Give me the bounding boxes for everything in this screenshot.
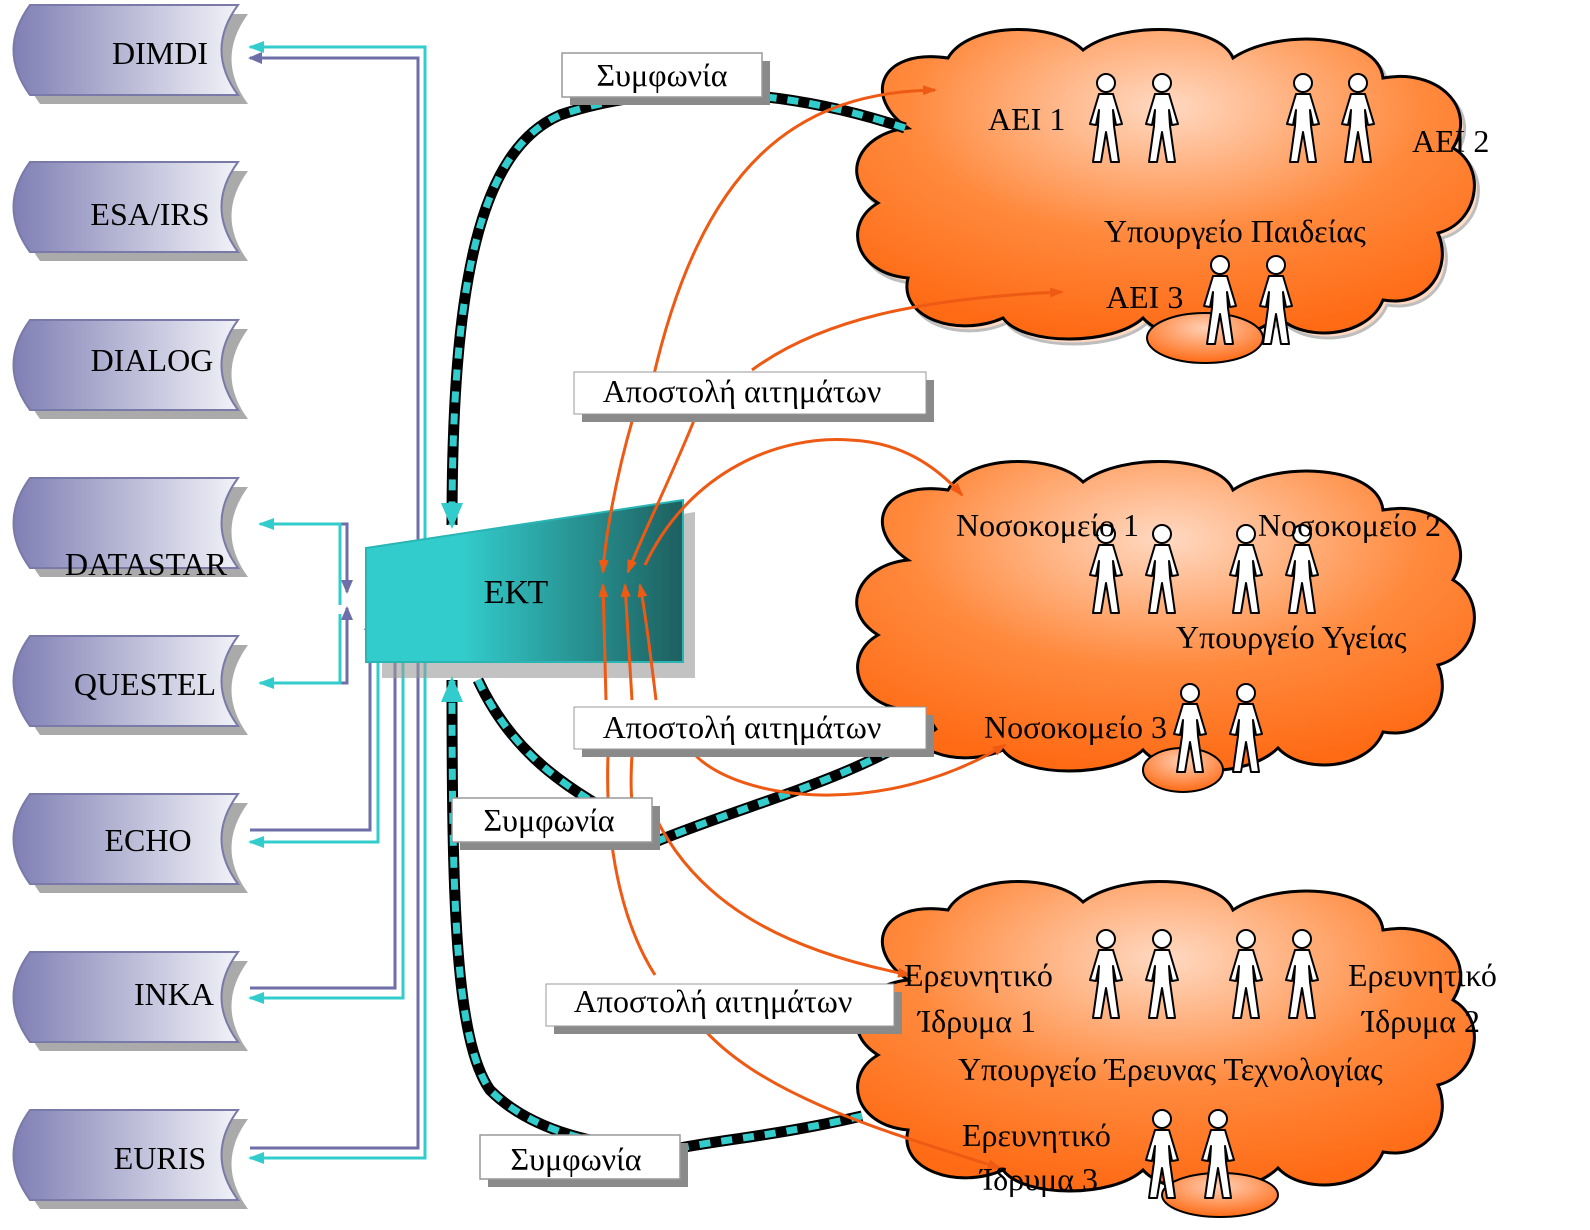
- connector-questel-out: [258, 614, 342, 689]
- database-cylinder-icon: [12, 793, 240, 885]
- member-label-idryma-2-line2: Ίδρυμα 2: [1360, 1003, 1480, 1039]
- database-cylinder-icon: [12, 319, 240, 411]
- agreement-box-health: Συμφωνία: [451, 797, 660, 850]
- request-arrow-up-3: [637, 583, 658, 701]
- database-label: ECHO: [104, 822, 191, 858]
- connector-euris-in: [250, 616, 424, 1150]
- database-cylinder-icon: [12, 635, 240, 727]
- database-cylinder-icon: [12, 1109, 240, 1201]
- request-arrow-up-2: [620, 583, 634, 701]
- member-label-aei-3: ΑΕΙ 3: [1106, 279, 1183, 315]
- request-arrow-up-1: [598, 583, 609, 701]
- database-label: INKA: [134, 976, 214, 1012]
- request-arrow-idryma3: [698, 1024, 1002, 1170]
- organization-clouds: [855, 27, 1480, 1218]
- database-label: QUESTEL: [74, 666, 216, 702]
- member-label-idryma-1-line2: Ίδρυμα 1: [916, 1003, 1036, 1039]
- ekt-label: ΕΚΤ: [484, 574, 549, 611]
- agreement-box-label: Συμφωνία: [484, 802, 615, 838]
- request-box-label: Αποστολή αιτημάτων: [603, 709, 882, 745]
- agreement-box-label: Συμφωνία: [597, 57, 728, 93]
- database-label: DATASTAR: [65, 546, 228, 582]
- connector-dimdi-in: [248, 52, 420, 578]
- request-box-health: Αποστολή αιτημάτων: [573, 706, 934, 757]
- database-list: DIMDI ESA/IRS DIALOG DATASTAR QUESTEL ECHO INK…: [12, 4, 249, 1209]
- database-dimdi[interactable]: DIMDI: [12, 4, 249, 104]
- member-label-aei-1: ΑΕΙ 1: [988, 101, 1065, 137]
- database-inka[interactable]: INKA: [12, 951, 249, 1051]
- connector-echo-in: [250, 616, 376, 832]
- connector-questel-in: [260, 606, 353, 685]
- database-datastar[interactable]: DATASTAR: [12, 477, 249, 582]
- database-label: DIMDI: [112, 35, 208, 71]
- ekt-node[interactable]: ΕΚΤ: [365, 498, 695, 678]
- database-questel[interactable]: QUESTEL: [12, 635, 249, 735]
- request-arrow-aei1: [648, 85, 937, 393]
- ministry-label-education: Υπουργείο Παιδείας: [1104, 213, 1366, 249]
- connector-inka-out: [248, 660, 405, 1004]
- cloud-research: [855, 879, 1476, 1193]
- label-boxes: Συμφωνία Αποστολή αιτημάτων Αποστολή αιτ…: [451, 52, 934, 1187]
- request-box-label: Αποστολή αιτημάτων: [603, 373, 882, 409]
- agreement-link-health: [474, 678, 937, 844]
- request-box-research: Αποστολή αιτημάτων: [545, 983, 902, 1034]
- database-cylinder-icon: [12, 161, 240, 253]
- database-euris[interactable]: EURIS: [12, 1109, 249, 1209]
- request-arrow-to-ekt-1: [598, 417, 635, 574]
- connector-dimdi-out: [248, 41, 427, 660]
- agreement-box-label: Συμφωνία: [511, 1141, 642, 1177]
- member-label-idryma-3-line1: Ερευνητικό: [962, 1117, 1111, 1153]
- member-label-nosokomeio-1: Νοσοκομείο 1: [956, 507, 1139, 543]
- database-cylinder-icon: [12, 477, 240, 569]
- connector-euris-out: [248, 660, 427, 1164]
- agreement-box-education: Συμφωνία: [561, 52, 770, 105]
- database-echo[interactable]: ECHO: [12, 793, 249, 893]
- database-label: DIALOG: [91, 342, 214, 378]
- request-arrow-idryma1: [648, 804, 912, 978]
- connector-inka-in: [250, 616, 401, 990]
- database-label: ESA/IRS: [90, 196, 209, 232]
- request-arrow-to-ekt-2: [626, 417, 697, 574]
- request-box-label: Αποστολή αιτημάτων: [574, 983, 853, 1019]
- database-cylinder-icon: [12, 951, 240, 1043]
- member-label-idryma-2-line1: Ερευνητικό: [1348, 957, 1497, 993]
- cloud-education: [855, 27, 1480, 346]
- connector-echo-out: [248, 660, 380, 848]
- request-arrow-nosokomeio3: [693, 743, 1007, 797]
- connector-datastar-in: [260, 522, 353, 594]
- request-arrow-nosokomeio1: [643, 438, 964, 566]
- request-arrow-aei3: [751, 287, 1064, 372]
- agreement-box-research: Συμφωνία: [479, 1134, 688, 1187]
- agreement-link-research: [441, 676, 863, 1152]
- ministry-label-health: Υπουργείο Υγείας: [1176, 619, 1407, 655]
- connector-datastar-out: [258, 518, 342, 605]
- request-box-education: Αποστολή αιτημάτων: [573, 371, 934, 422]
- request-arrow-down-1: [606, 754, 657, 976]
- member-label-nosokomeio-3: Νοσοκομείο 3: [984, 709, 1167, 745]
- database-dialog[interactable]: DIALOG: [12, 319, 249, 419]
- member-label-aei-2: ΑΕΙ 2: [1412, 123, 1489, 159]
- request-arrow-down-2: [629, 754, 634, 801]
- member-label-idryma-3-line2: Ίδρυμα 3: [978, 1161, 1098, 1197]
- database-esa-irs[interactable]: ESA/IRS: [12, 161, 249, 261]
- database-label: EURIS: [114, 1140, 206, 1176]
- member-label-idryma-1-line1: Ερευνητικό: [904, 957, 1053, 993]
- database-cylinder-icon: [12, 4, 240, 96]
- education-small-cloud-disc: [1146, 312, 1264, 364]
- request-arrows: [598, 85, 1064, 1170]
- cloud-labels: ΑΕΙ 1 ΑΕΙ 2 Υπουργείο Παιδείας ΑΕΙ 3 Νοσ…: [904, 101, 1497, 1197]
- member-label-nosokomeio-2: Νοσοκομείο 2: [1258, 507, 1441, 543]
- database-connectors: [248, 41, 427, 1164]
- ministry-label-research: Υπουργείο Έρευνας Τεχνολογίας: [958, 1051, 1383, 1087]
